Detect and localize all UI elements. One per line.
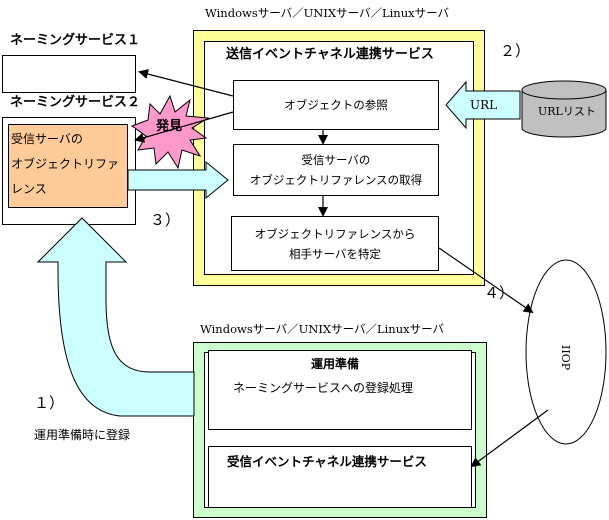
- step-get-line2: オブジェクトリファレンスの取得: [249, 173, 423, 187]
- top-server-title: Windowsサーバ／UNIXサーバ／Linuxサーバ: [205, 6, 449, 20]
- ops-prep-title: 運用準備: [311, 357, 360, 371]
- arrow-iiop-to-receiver: [470, 409, 549, 468]
- ref-line1: 受信サーバの: [11, 132, 83, 146]
- step-identify-partner: オブジェクトリファレンスから 相手サーバを特定: [231, 216, 439, 271]
- naming-service-2-title: ネーミングサービス２: [10, 95, 141, 110]
- step-identify-line2: 相手サーバを特定: [289, 246, 381, 261]
- bottom-server-title: Windowsサーバ／UNIXサーバ／Linuxサーバ: [200, 322, 444, 336]
- naming-service-1-box: [2, 55, 136, 93]
- naming-service-1-title: ネーミングサービス１: [10, 33, 141, 48]
- iiop-label: IIOP: [559, 345, 572, 371]
- step-get-object-reference: 受信サーバの オブジェクトリファレンスの取得: [233, 144, 439, 196]
- step-object-reference-label: オブジェクトの参照: [284, 98, 388, 112]
- arrow-identify-to-iiop: [438, 247, 534, 314]
- step-object-reference: オブジェクトの参照: [233, 80, 439, 130]
- ref-line2: オブジェクトリファ: [11, 157, 120, 171]
- step-number-4: ４）: [484, 284, 515, 302]
- url-arrow-label: URL: [470, 98, 498, 112]
- lookup-block-arrow: [127, 160, 229, 200]
- ops-prep-box: 運用準備 ネーミングサービスへの登録処理: [208, 350, 472, 430]
- ref-line3: レンス: [11, 182, 47, 196]
- step-number-3: ３）: [150, 211, 181, 229]
- url-list-label: URLリスト: [538, 105, 596, 118]
- registration-arrow: [36, 217, 195, 417]
- step-identify-line1: オブジェクトリファレンスから: [254, 226, 416, 241]
- step-number-1: １）: [34, 394, 65, 412]
- iiop-network-ellipse: [525, 259, 607, 445]
- registration-note: 運用準備時に登録: [34, 428, 131, 442]
- url-block-arrow: [445, 80, 521, 130]
- step-get-line1: 受信サーバの: [301, 153, 371, 167]
- send-service-title: 送信イベントチャネル連携サービス: [226, 47, 434, 62]
- receiver-object-reference-entry: 受信サーバの オブジェクトリファ レンス: [8, 124, 128, 208]
- receive-service-title: 受信イベントチャネル連携サービス: [227, 454, 427, 469]
- receive-service-box: 受信イベントチャネル連携サービス: [208, 446, 472, 508]
- arrow-ref-to-naming2: [134, 111, 234, 143]
- step-number-2: ２）: [500, 42, 531, 60]
- url-list-database-icon: [521, 80, 607, 138]
- arrow-ref-to-naming1: [138, 69, 234, 97]
- found-label: 発見: [156, 119, 183, 134]
- ops-prep-desc: ネーミングサービスへの登録処理: [233, 381, 414, 395]
